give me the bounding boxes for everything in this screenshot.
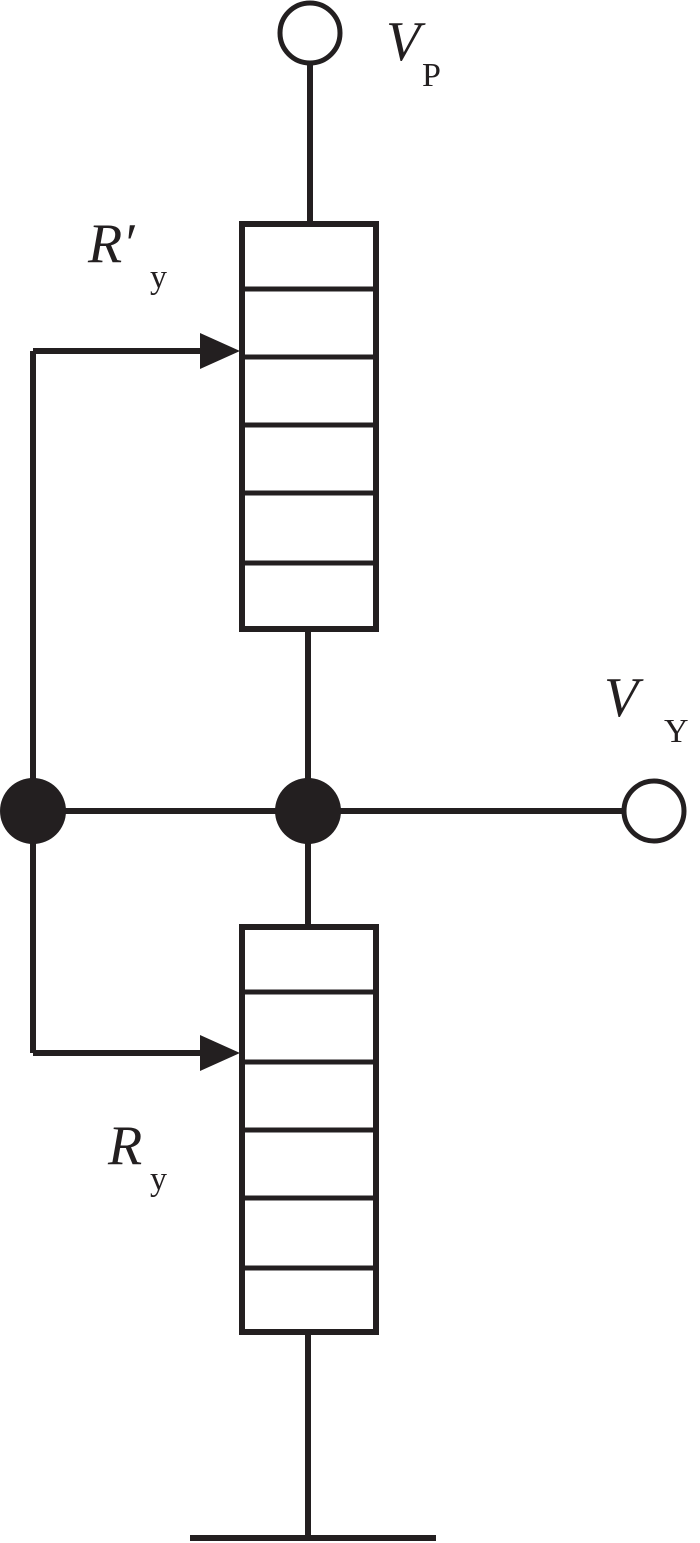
upper-wiper-arrowhead bbox=[200, 333, 240, 369]
vp-terminal bbox=[277, 0, 343, 66]
ry-prime-label: R′ y bbox=[87, 213, 167, 296]
lower-resistor-segments bbox=[242, 989, 376, 1271]
lower-wiper-arrowhead bbox=[200, 1035, 240, 1071]
left-junction-dot bbox=[0, 778, 66, 844]
vy-label: V Y bbox=[604, 667, 689, 750]
vy-terminal bbox=[621, 778, 687, 844]
vp-label: V P bbox=[386, 11, 441, 94]
center-junction-dot bbox=[275, 778, 341, 844]
ry-label: R y bbox=[107, 1115, 167, 1198]
upper-resistor-segments bbox=[242, 286, 376, 566]
